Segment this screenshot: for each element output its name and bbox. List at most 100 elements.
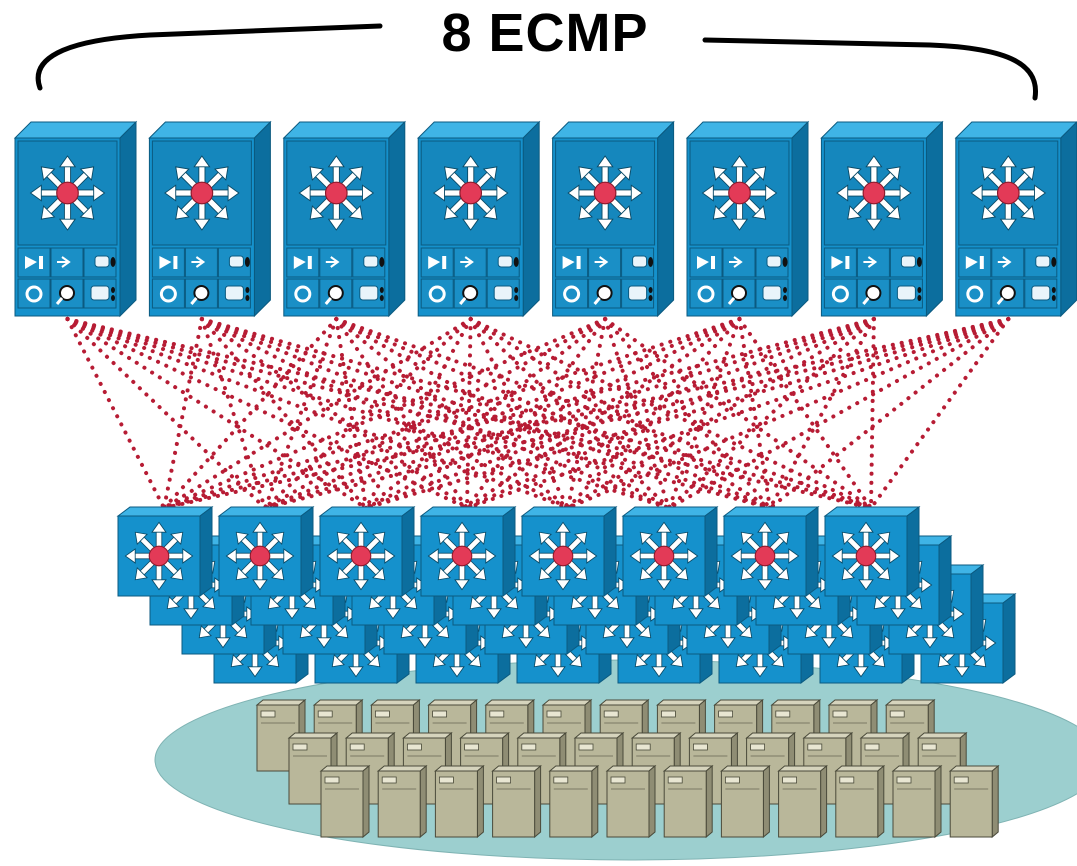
ecmp-link — [334, 317, 469, 510]
split-icon — [594, 256, 609, 268]
spine-switch — [685, 120, 810, 318]
play-icon — [293, 256, 306, 269]
leaf-switches — [116, 506, 1017, 684]
spine-switch — [551, 120, 675, 318]
play-icon — [697, 256, 709, 269]
play-icon — [159, 256, 172, 269]
magnifier-icon — [999, 285, 1016, 301]
ecmp-link — [65, 317, 873, 510]
ecmp-link — [364, 317, 608, 510]
ecmp-link — [263, 317, 339, 510]
router-arrows-icon — [837, 156, 911, 230]
router-arrows-icon — [299, 156, 373, 230]
router-arrows-icon — [971, 156, 1045, 230]
linecard-icon — [896, 285, 916, 301]
spine-switch — [148, 120, 272, 318]
ecmp-link — [162, 317, 339, 510]
ecmp-link — [768, 317, 876, 510]
leaf-switch — [419, 506, 517, 597]
ecmp-link — [199, 317, 469, 510]
ecmp-link — [162, 317, 742, 510]
play-icon — [831, 256, 844, 269]
server-tower — [720, 764, 771, 839]
ecmp-link — [65, 317, 267, 510]
gear-icon — [697, 285, 715, 303]
ecmp-link — [667, 317, 742, 510]
play-icon — [562, 256, 575, 269]
router-arrows-icon — [731, 522, 798, 589]
router-arrows-icon — [327, 522, 394, 589]
ecmp-link — [465, 317, 876, 510]
module-icon — [766, 255, 782, 268]
split-icon — [460, 256, 474, 268]
ecmp-link — [65, 317, 469, 510]
server-tower — [605, 764, 657, 839]
split-icon — [325, 256, 340, 268]
leaf-switch — [621, 506, 719, 597]
diagram-title: 8 ECMP — [441, 3, 649, 63]
linecard-icon — [1031, 285, 1051, 301]
ecmp-link — [199, 317, 671, 510]
magnifier-icon — [731, 285, 747, 301]
spine-switch — [954, 121, 1077, 318]
server-tower — [319, 764, 371, 839]
magnifier-icon — [193, 285, 210, 301]
ecmp-link — [364, 317, 742, 510]
ecmp-link — [603, 317, 772, 510]
ecmp-link — [199, 317, 267, 510]
gear-icon — [563, 285, 581, 303]
magnifier-icon — [327, 285, 344, 301]
server-farm — [255, 698, 1000, 839]
linecard-icon — [628, 285, 648, 301]
spine-switches — [13, 120, 1077, 318]
ecmp-link — [566, 317, 1011, 510]
ecmp-link — [869, 317, 1011, 510]
module-icon — [632, 255, 648, 268]
leaf-switch — [116, 506, 214, 597]
ecmp-link — [737, 317, 873, 510]
ecmp-link — [465, 317, 608, 510]
split-icon — [997, 256, 1012, 268]
ecmp-link — [263, 317, 473, 510]
ecmp-link — [468, 317, 873, 510]
leaf-switch — [217, 506, 315, 597]
ecmp-link — [364, 317, 1011, 510]
leaf-switch — [823, 506, 921, 597]
gear-icon — [831, 285, 849, 303]
linecard-icon — [90, 285, 110, 301]
ecmp-link — [768, 317, 1011, 510]
ecmp-link — [65, 317, 166, 510]
linecard-icon — [359, 285, 379, 301]
ecmp-link — [263, 317, 1011, 510]
ecmp-link — [667, 317, 876, 510]
split-icon — [863, 256, 878, 268]
ecmp-link — [364, 317, 473, 510]
ecmp-link — [162, 317, 1011, 510]
spine-switch — [820, 120, 944, 318]
server-tower — [891, 764, 943, 839]
server-tower — [376, 764, 428, 839]
spine-switch — [416, 120, 541, 318]
spine-switch — [13, 120, 138, 318]
ecmp-link — [364, 317, 876, 510]
linecard-icon — [762, 285, 782, 301]
router-arrows-icon — [703, 156, 777, 230]
ecmp-link — [869, 317, 876, 510]
server-tower — [662, 764, 714, 839]
module-icon — [363, 255, 379, 268]
gear-icon — [428, 285, 446, 303]
gear-icon — [294, 285, 312, 303]
ecmp-link — [263, 317, 742, 510]
linecard-icon — [224, 285, 244, 301]
ecmp-link — [737, 317, 772, 510]
play-icon — [965, 256, 978, 269]
ecmp-link — [468, 317, 570, 510]
leaf-switch — [722, 506, 820, 597]
server-tower — [548, 764, 600, 839]
module-icon — [900, 255, 916, 268]
router-arrows-icon — [568, 156, 642, 230]
ecmp-link — [162, 317, 473, 510]
ecmp-link — [263, 317, 608, 510]
ecmp-link — [65, 317, 570, 510]
ecmp-link — [199, 317, 772, 510]
